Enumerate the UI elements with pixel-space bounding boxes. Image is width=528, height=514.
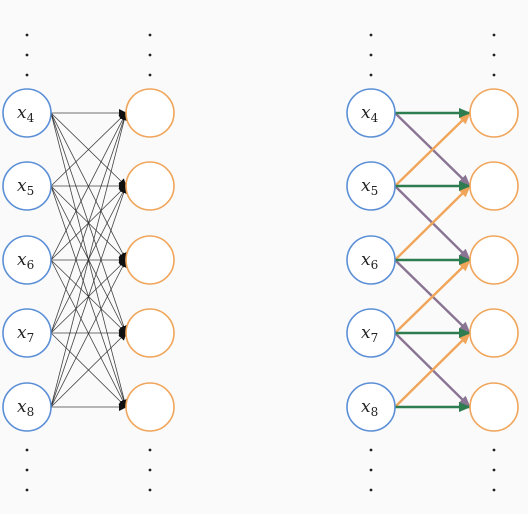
dense-edge-3-1 <box>50 112 127 261</box>
left-output-ellipsis-dot-4 <box>148 448 152 452</box>
left-output-ellipsis-dot-5 <box>148 468 152 472</box>
right-input-node-5 <box>346 382 396 432</box>
right-output-node-4 <box>469 308 519 358</box>
left-output-node-5 <box>125 382 175 432</box>
left-output-node-2 <box>125 161 175 211</box>
right-input-node-label-3: x6 <box>361 250 378 272</box>
right-output-ellipsis-dot-2 <box>492 53 496 57</box>
right-output-ellipsis-dot-4 <box>492 448 496 452</box>
left-output-ellipsis-dot-6 <box>148 488 152 492</box>
right-input-ellipsis-dot-6 <box>369 488 373 492</box>
left-input-nodes: x4 x5 x6 x7 x8 <box>2 88 52 432</box>
right-input-ellipsis-dot-5 <box>369 468 373 472</box>
left-output-node-3 <box>125 235 175 285</box>
right-input-ellipsis-dot-3 <box>369 73 373 77</box>
right-input-node-4 <box>346 308 396 358</box>
right-input-nodes: x4 x5 x6 x7 x8 <box>346 88 396 432</box>
left-input-ellipsis-dot-6 <box>25 488 29 492</box>
right-input-node-2 <box>346 161 396 211</box>
left-input-ellipsis-dot-4 <box>25 448 29 452</box>
left-input-node-4 <box>2 308 52 358</box>
right-output-ellipsis-dot-6 <box>492 488 496 492</box>
left-input-ellipsis-dot-3 <box>25 73 29 77</box>
dense-edge-2-1 <box>50 112 127 187</box>
left-output-node-1 <box>125 88 175 138</box>
left-input-ellipsis-dot-2 <box>25 53 29 57</box>
right-input-ellipsis-dot-1 <box>369 33 373 37</box>
dense-edge-5-4 <box>50 332 127 408</box>
left-input-node-label-5: x8 <box>17 397 34 419</box>
right-output-node-3 <box>469 235 519 285</box>
dense-edge-5-1 <box>50 112 129 408</box>
left-input-node-label-1: x4 <box>17 103 35 125</box>
left-output-ellipsis-dot-2 <box>148 53 152 57</box>
left-dense-edges <box>50 109 129 411</box>
left-input-node-3 <box>2 235 52 285</box>
local-edge-up-4 <box>394 259 471 334</box>
right-output-ellipsis-dot-3 <box>492 73 496 77</box>
left-input-node-label-3: x6 <box>17 250 34 272</box>
right-panel: x4 x5 x6 x7 x8 <box>346 33 519 492</box>
right-input-node-label-4: x7 <box>361 323 378 345</box>
right-input-node-label-1: x4 <box>361 103 379 125</box>
right-input-node-label-5: x8 <box>361 397 378 419</box>
left-output-nodes <box>125 88 175 432</box>
right-local-edges <box>394 108 471 412</box>
dense-edge-5-2 <box>50 185 128 408</box>
local-edge-up-3 <box>394 185 471 261</box>
right-output-ellipsis-dot-5 <box>492 468 496 472</box>
right-input-node-3 <box>346 235 396 285</box>
left-input-node-1 <box>2 88 52 138</box>
left-output-ellipsis-dot-3 <box>148 73 152 77</box>
left-input-node-label-4: x7 <box>17 323 34 345</box>
right-input-node-1 <box>346 88 396 138</box>
right-ellipses <box>369 33 496 492</box>
right-output-nodes <box>469 88 519 432</box>
local-edge-up-2 <box>394 112 471 187</box>
dense-edge-5-3 <box>50 259 127 408</box>
right-output-ellipsis-dot-1 <box>492 33 496 37</box>
right-output-node-1 <box>469 88 519 138</box>
right-input-ellipsis-dot-2 <box>369 53 373 57</box>
left-output-ellipsis-dot-1 <box>148 33 152 37</box>
right-input-node-label-2: x5 <box>361 176 378 198</box>
left-input-ellipsis-dot-1 <box>25 33 29 37</box>
left-ellipses <box>25 33 152 492</box>
left-input-node-2 <box>2 161 52 211</box>
left-panel: x4 x5 x6 x7 x8 <box>2 33 175 492</box>
left-input-node-label-2: x5 <box>17 176 34 198</box>
right-input-ellipsis-dot-4 <box>369 448 373 452</box>
left-input-node-5 <box>2 382 52 432</box>
local-edge-up-5 <box>394 332 471 408</box>
left-output-node-4 <box>125 308 175 358</box>
right-output-node-5 <box>469 382 519 432</box>
right-output-node-2 <box>469 161 519 211</box>
left-input-ellipsis-dot-5 <box>25 468 29 472</box>
dense-edge-4-1 <box>50 112 128 334</box>
